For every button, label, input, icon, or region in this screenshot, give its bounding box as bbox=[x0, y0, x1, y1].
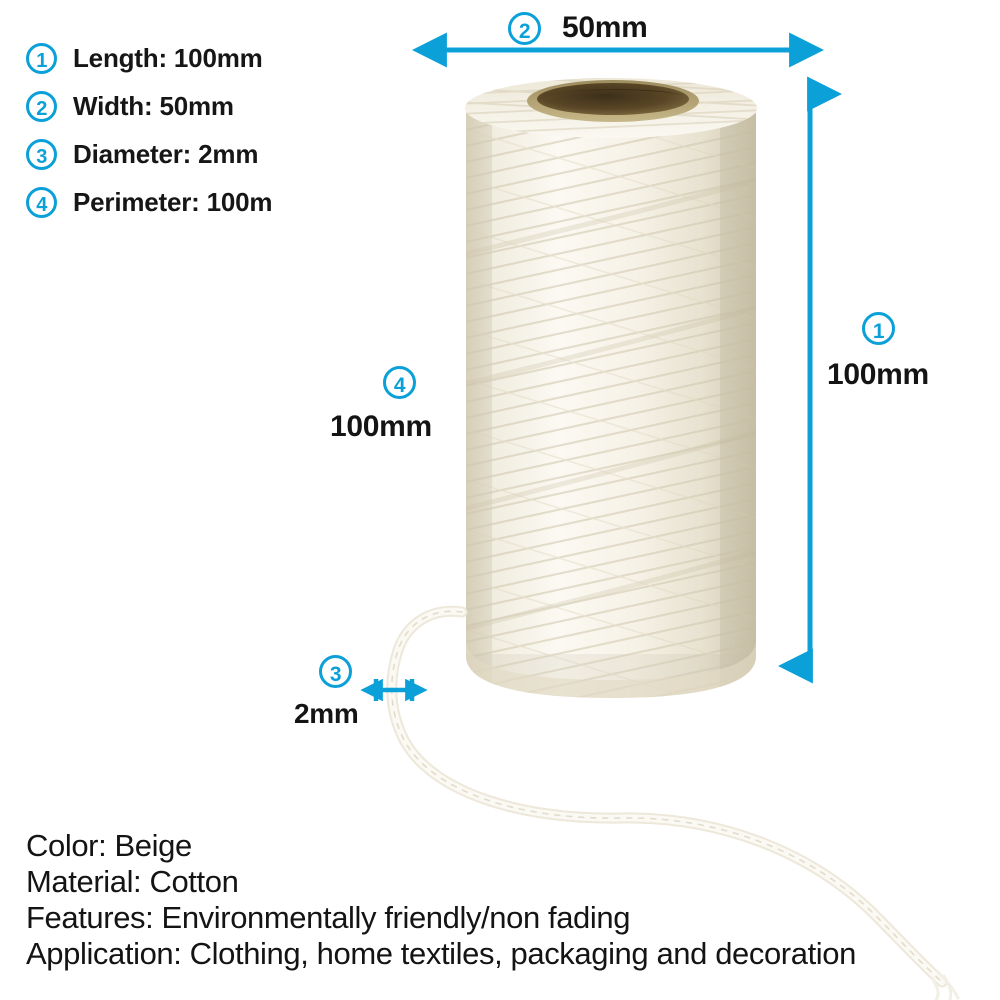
legend-label-width: Width: 50mm bbox=[73, 90, 234, 121]
legend-item-perimeter: 4 Perimeter: 100m bbox=[26, 178, 366, 226]
perimeter-dimension-badge: 4 bbox=[383, 366, 416, 399]
specification-legend: 1 Length: 100mm 2 Width: 50mm 3 Diameter… bbox=[26, 34, 366, 226]
core-inner-shadow bbox=[543, 89, 686, 96]
spec-line-features: Features: Environmentally friendly/non f… bbox=[26, 900, 631, 935]
legend-label-length: Length: 100mm bbox=[73, 42, 263, 73]
spool-body bbox=[466, 80, 756, 698]
height-dimension-label: 100mm bbox=[827, 358, 929, 391]
legend-item-diameter: 3 Diameter: 2mm bbox=[26, 130, 366, 178]
legend-badge-1: 1 bbox=[26, 42, 57, 74]
diameter-dimension-label: 2mm bbox=[294, 698, 359, 729]
width-dimension-label: 50mm bbox=[562, 11, 648, 44]
thread-frayed-end bbox=[930, 970, 960, 1000]
legend-item-length: 1 Length: 100mm bbox=[26, 34, 366, 82]
spool-core-hole bbox=[537, 83, 689, 115]
spec-line-material: Material: Cotton bbox=[26, 864, 239, 899]
legend-badge-4: 4 bbox=[26, 186, 57, 218]
product-specifications: Color: Beige Material: Cotton Features: … bbox=[26, 828, 966, 972]
legend-label-diameter: Diameter: 2mm bbox=[73, 138, 259, 169]
legend-badge-2: 2 bbox=[26, 90, 57, 122]
spec-line-color: Color: Beige bbox=[26, 828, 192, 863]
perimeter-dimension-label: 100mm bbox=[330, 410, 432, 443]
height-dimension-badge: 1 bbox=[862, 312, 895, 345]
diameter-dimension-badge: 3 bbox=[319, 655, 352, 688]
legend-item-width: 2 Width: 50mm bbox=[26, 82, 366, 130]
spec-line-application: Application: Clothing, home textiles, pa… bbox=[26, 936, 856, 971]
legend-badge-3: 3 bbox=[26, 138, 57, 170]
width-dimension-badge: 2 bbox=[508, 12, 541, 45]
legend-label-perimeter: Perimeter: 100m bbox=[73, 186, 273, 217]
product-image-twine-spool bbox=[465, 78, 757, 698]
